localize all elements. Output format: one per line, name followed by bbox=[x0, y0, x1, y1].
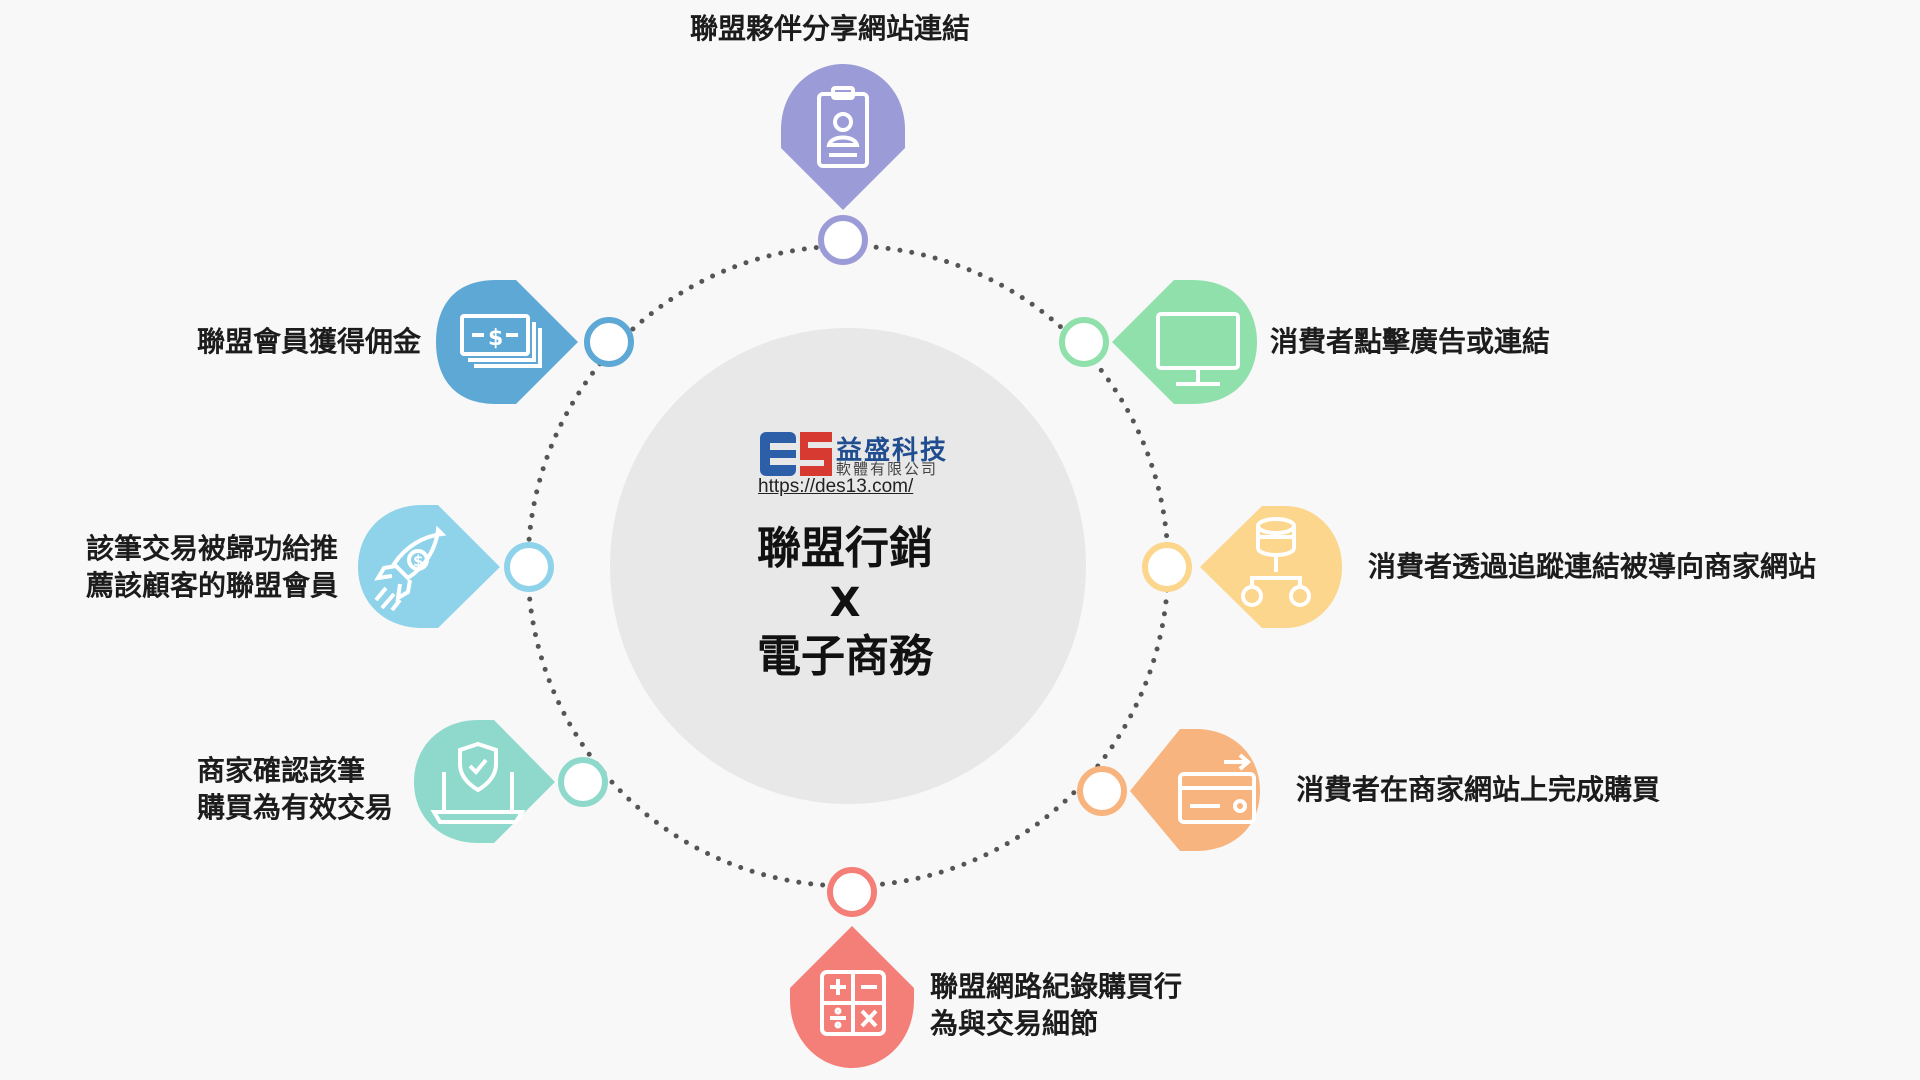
svg-text:$: $ bbox=[488, 326, 503, 351]
center-title-line2: 電子商務 bbox=[757, 631, 933, 682]
step-share-link-ring bbox=[818, 215, 868, 265]
step-click-ad-marker bbox=[1112, 280, 1257, 404]
logo-company-subtitle: 軟體有限公司 bbox=[836, 460, 939, 478]
credit-card-icon bbox=[1178, 753, 1256, 824]
step-label-attribute: 該筆交易被歸功給推 薦該顧客的聯盟會員 bbox=[86, 532, 339, 602]
step-share-link-node bbox=[781, 64, 905, 265]
step-label-purchase: 消費者在商家網站上完成購買 bbox=[1296, 773, 1661, 806]
step-label-commission: 聯盟會員獲得佣金 bbox=[197, 325, 422, 358]
step-commission-ring bbox=[584, 317, 634, 367]
step-confirm-node bbox=[414, 720, 608, 843]
step-click-ad-node bbox=[1059, 280, 1257, 404]
step-redirect-node bbox=[1142, 506, 1342, 628]
money-icon: $ bbox=[460, 314, 542, 368]
step-label-record: 聯盟網路紀錄購買行 為與交易細節 bbox=[930, 970, 1183, 1040]
svg-text:$: $ bbox=[413, 552, 423, 570]
monitor-icon bbox=[1156, 312, 1240, 386]
step-redirect-marker bbox=[1200, 506, 1342, 628]
step-attribute-marker bbox=[358, 505, 500, 628]
id-badge-icon bbox=[817, 86, 869, 168]
step-attribute-ring bbox=[504, 542, 554, 592]
es-logo-icon bbox=[760, 432, 832, 476]
step-commission-marker bbox=[436, 280, 578, 404]
logo-company-name: 益盛科技 bbox=[836, 436, 949, 466]
center-title-cross: X bbox=[829, 580, 861, 626]
center-title: 聯盟行銷 X 電子商務 bbox=[610, 522, 1080, 684]
rocket-icon: $ bbox=[374, 525, 447, 612]
step-record-ring bbox=[827, 867, 877, 917]
step-attribute-node: $ bbox=[358, 505, 554, 628]
logo-website-link[interactable]: https://des13.com/ bbox=[758, 476, 914, 497]
step-redirect-ring bbox=[1142, 542, 1192, 592]
step-label-click-ad: 消費者點擊廣告或連結 bbox=[1270, 325, 1551, 358]
step-label-share-link: 聯盟夥伴分享網站連結 bbox=[690, 12, 971, 45]
step-confirm-marker bbox=[414, 720, 555, 843]
step-label-redirect: 消費者透過追蹤連結被導向商家網站 bbox=[1368, 550, 1817, 583]
step-purchase-ring bbox=[1077, 766, 1127, 816]
step-record-node bbox=[790, 867, 914, 1068]
network-icon bbox=[1241, 517, 1311, 607]
step-confirm-ring bbox=[558, 757, 608, 807]
step-click-ad-ring bbox=[1059, 317, 1109, 367]
center-circle bbox=[610, 328, 1086, 804]
center-title-line1: 聯盟行銷 bbox=[757, 523, 933, 574]
step-purchase-node bbox=[1077, 729, 1260, 851]
laptop-shield-icon bbox=[430, 741, 526, 824]
step-commission-node: $ bbox=[436, 280, 634, 404]
calculator-icon bbox=[820, 970, 886, 1036]
step-label-confirm: 商家確認該筆 購買為有效交易 bbox=[197, 754, 394, 824]
